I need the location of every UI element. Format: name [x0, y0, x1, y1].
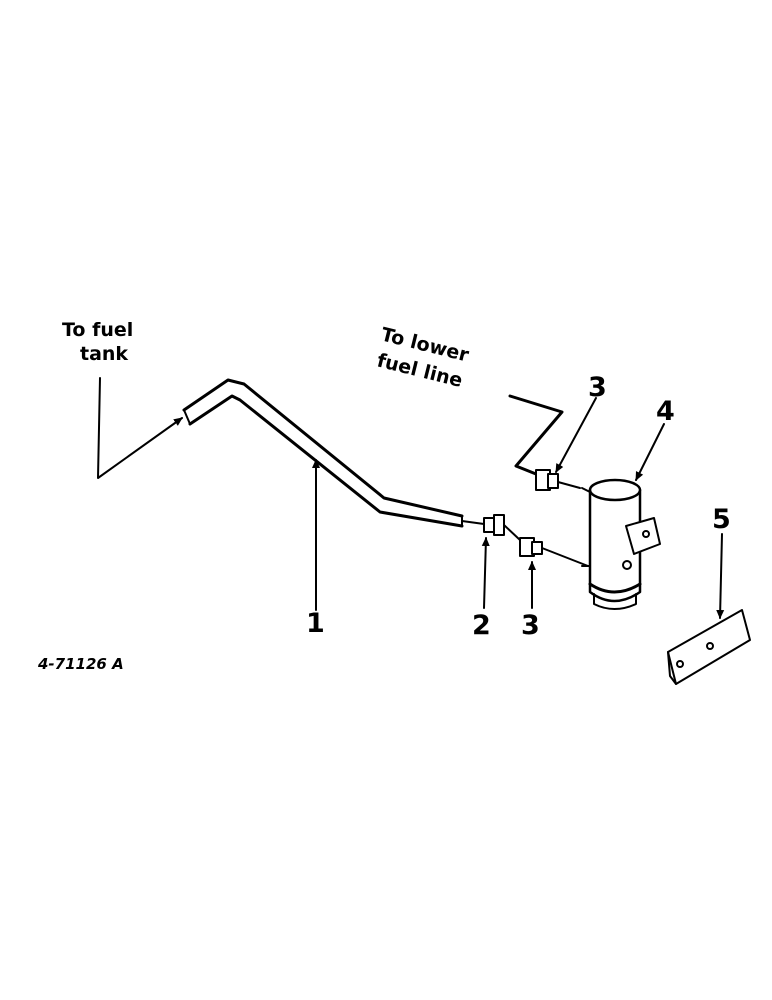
callout-5: 5	[712, 504, 731, 535]
callout-3-upper: 3	[588, 372, 607, 403]
fitting-part-3-lower	[519, 537, 589, 567]
lower-fuel-line-tube	[508, 394, 564, 476]
leader-4	[635, 423, 665, 481]
figure-reference: 4-71126 A	[37, 655, 124, 673]
fuel-pump	[581, 478, 661, 610]
fuel-pipe	[182, 378, 485, 528]
leader-2	[481, 537, 490, 609]
fuel-tank-leader-line	[97, 377, 183, 479]
callout-2: 2	[472, 610, 491, 641]
label-to-fuel-tank-line1: To fuel	[62, 319, 133, 341]
callout-3-lower: 3	[521, 610, 540, 641]
fitting-part-2	[483, 514, 521, 541]
mounting-bracket	[667, 609, 751, 685]
leader-5	[716, 533, 725, 619]
leader-3-upper	[555, 397, 597, 473]
callout-4: 4	[656, 396, 675, 427]
label-to-fuel-tank-line2: tank	[80, 343, 128, 365]
fitting-part-3-upper	[535, 469, 581, 491]
callout-1: 1	[306, 608, 325, 639]
